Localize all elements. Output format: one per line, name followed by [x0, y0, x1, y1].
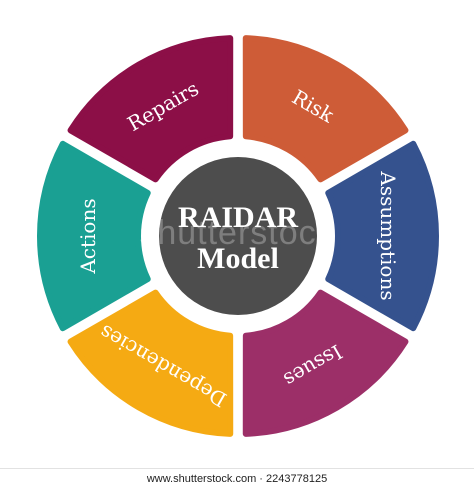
segment-label-actions: Actions	[76, 198, 100, 274]
center-circle	[159, 157, 317, 315]
raidar-model-diagram: RiskAssumptionsIssuesDependenciesActions…	[37, 35, 439, 437]
segment-risk	[242, 35, 409, 183]
footer-bar: www.shutterstock.com · 2243778125	[0, 468, 474, 490]
center-title-line1: RAIDAR	[178, 201, 298, 234]
footer-text: www.shutterstock.com · 2243778125	[146, 473, 328, 485]
segment-issues	[242, 289, 409, 437]
center-title-line2: Model	[197, 242, 279, 275]
segment-repairs	[67, 35, 234, 183]
segment-assumptions	[325, 140, 439, 332]
segment-actions	[37, 140, 151, 332]
segments-layer: RiskAssumptionsIssuesDependenciesActions…	[37, 35, 439, 437]
segment-label-assumptions: Assumptions	[376, 170, 400, 300]
segment-dependencies	[67, 289, 234, 437]
